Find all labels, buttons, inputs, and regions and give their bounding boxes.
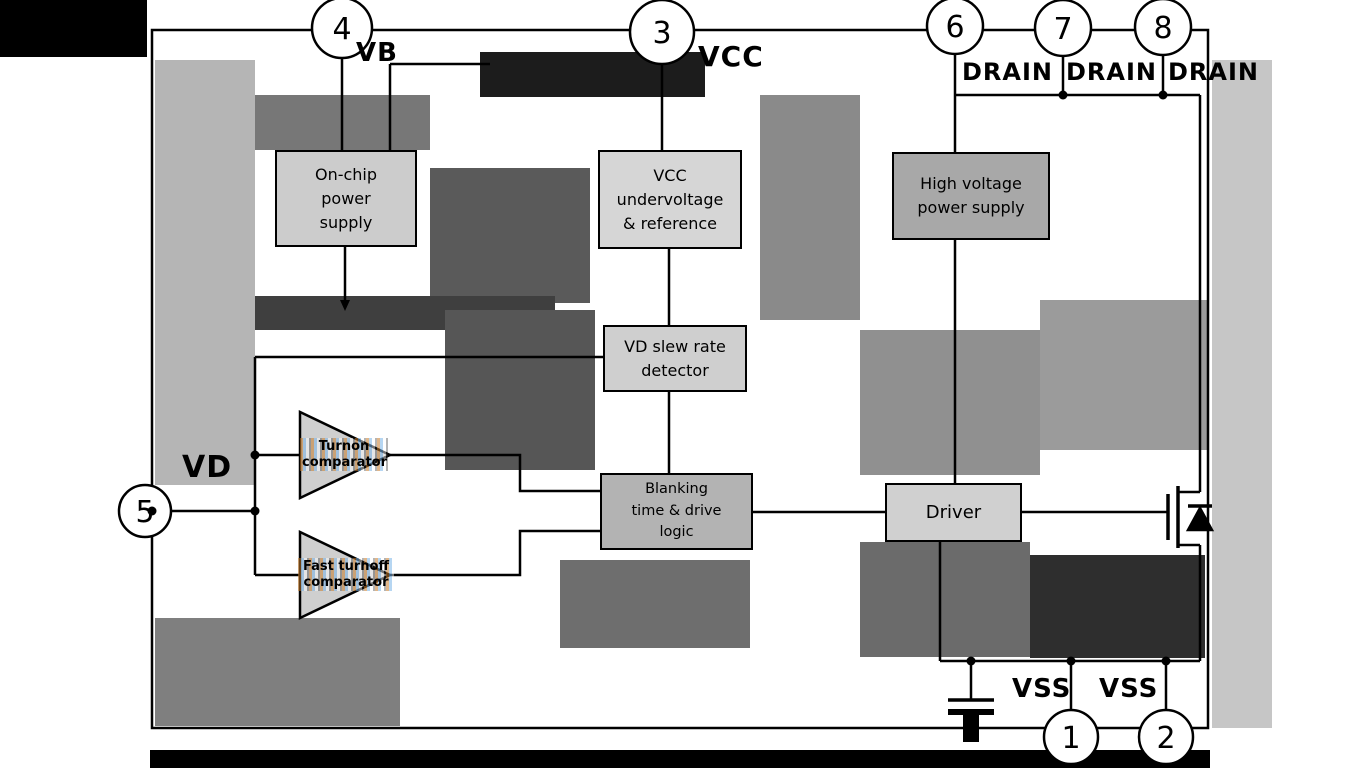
pin-1-circle <box>1042 708 1100 766</box>
pin-4-circle <box>310 0 374 60</box>
block-text: power <box>321 188 371 208</box>
block-text: logic <box>659 524 694 541</box>
capacitor-symbol <box>948 661 994 742</box>
block-driver: Driver <box>885 483 1022 542</box>
block-text: Fast turnoff <box>303 559 389 574</box>
block-vcc-undervoltage-reference: VCC undervoltage & reference <box>598 150 742 249</box>
power-mosfet-symbol <box>1166 486 1215 661</box>
pin-8-circle <box>1133 0 1193 57</box>
turnon-comparator-label: Turnon comparator <box>300 438 388 472</box>
artifact-patch <box>155 618 400 726</box>
block-text: detector <box>641 360 709 380</box>
pin-3-circle <box>628 0 696 66</box>
block-text: Turnon <box>318 439 370 454</box>
junction-dot <box>1158 90 1168 100</box>
pin-1-number: 1 <box>1061 721 1080 756</box>
junction-dot <box>250 450 260 460</box>
junction-dots <box>147 90 1171 666</box>
block-text: time & drive <box>631 502 722 519</box>
arrow-down-icon <box>340 300 350 311</box>
capacitor-stem <box>963 714 979 742</box>
block-text: On-chip <box>314 164 378 184</box>
pin-5-number: 5 <box>135 495 154 530</box>
artifact-patch <box>150 750 1210 768</box>
block-text: Driver <box>925 502 982 523</box>
artifact-patch <box>1212 60 1272 728</box>
artifact-patch <box>860 330 1040 475</box>
artifact-patch <box>430 168 590 303</box>
junction-dot <box>966 656 976 666</box>
pin-label-drain-7: DRAIN <box>1066 58 1157 86</box>
artifact-patch <box>1030 555 1205 658</box>
pin-4-number: 4 <box>332 12 351 47</box>
junction-dot <box>1066 656 1076 666</box>
block-high-voltage-power-supply: High voltage power supply <box>892 152 1050 240</box>
artifact-patch <box>860 542 1030 657</box>
artifact-patch <box>445 310 595 470</box>
pin-2-number: 2 <box>1156 721 1175 756</box>
fast-turnoff-comparator-label: Fast turnoff comparator <box>298 558 394 592</box>
block-text: supply <box>319 212 373 232</box>
block-text: Blanking <box>645 480 708 497</box>
junction-dot <box>250 506 260 516</box>
body-diode-icon <box>1185 505 1215 532</box>
artifact-patch <box>560 560 750 648</box>
artifact-patch <box>155 60 255 485</box>
pin-label-vss-2: VSS <box>1099 674 1159 704</box>
junction-dot <box>1058 90 1068 100</box>
wire-turnon-to-logic <box>390 453 600 493</box>
pin-7-number: 7 <box>1053 12 1072 47</box>
junction-dot <box>1161 656 1171 666</box>
pin-label-drain-8: DRAIN <box>1168 58 1259 86</box>
artifact-patch <box>1040 300 1208 450</box>
artifact-patch <box>0 0 147 57</box>
pin-3-number: 3 <box>652 16 671 51</box>
block-text: power supply <box>917 198 1025 217</box>
block-text: comparator <box>303 574 389 590</box>
pin-5-circle <box>117 483 173 539</box>
block-text: VCC <box>653 165 687 185</box>
block-text: comparator <box>302 454 388 470</box>
pin-label-vcc: VCC <box>698 40 764 73</box>
block-blanking-drive-logic: Blanking time & drive logic <box>600 473 753 550</box>
artifact-patch <box>760 95 860 320</box>
pin-7-circle <box>1033 0 1093 58</box>
pin-2-circle <box>1137 708 1195 766</box>
block-text: High voltage <box>920 174 1022 193</box>
pin-6-number: 6 <box>945 10 964 45</box>
wire-turnoff-to-logic <box>390 529 600 577</box>
block-text: VD slew rate <box>624 336 726 356</box>
block-text: undervoltage <box>616 189 724 209</box>
pin-8-number: 8 <box>1153 11 1172 46</box>
block-vd-slew-rate-detector: VD slew rate detector <box>603 325 747 392</box>
pin-label-vd: VD <box>182 450 233 485</box>
block-text: & reference <box>623 213 717 233</box>
pin-label-drain-6: DRAIN <box>962 58 1053 86</box>
pin-label-vss-1: VSS <box>1012 674 1072 704</box>
pin-label-vb: VB <box>356 38 398 68</box>
pin-6-circle <box>925 0 985 56</box>
junction-dot <box>147 506 157 516</box>
block-onchip-power-supply: On-chip power supply <box>275 150 417 247</box>
